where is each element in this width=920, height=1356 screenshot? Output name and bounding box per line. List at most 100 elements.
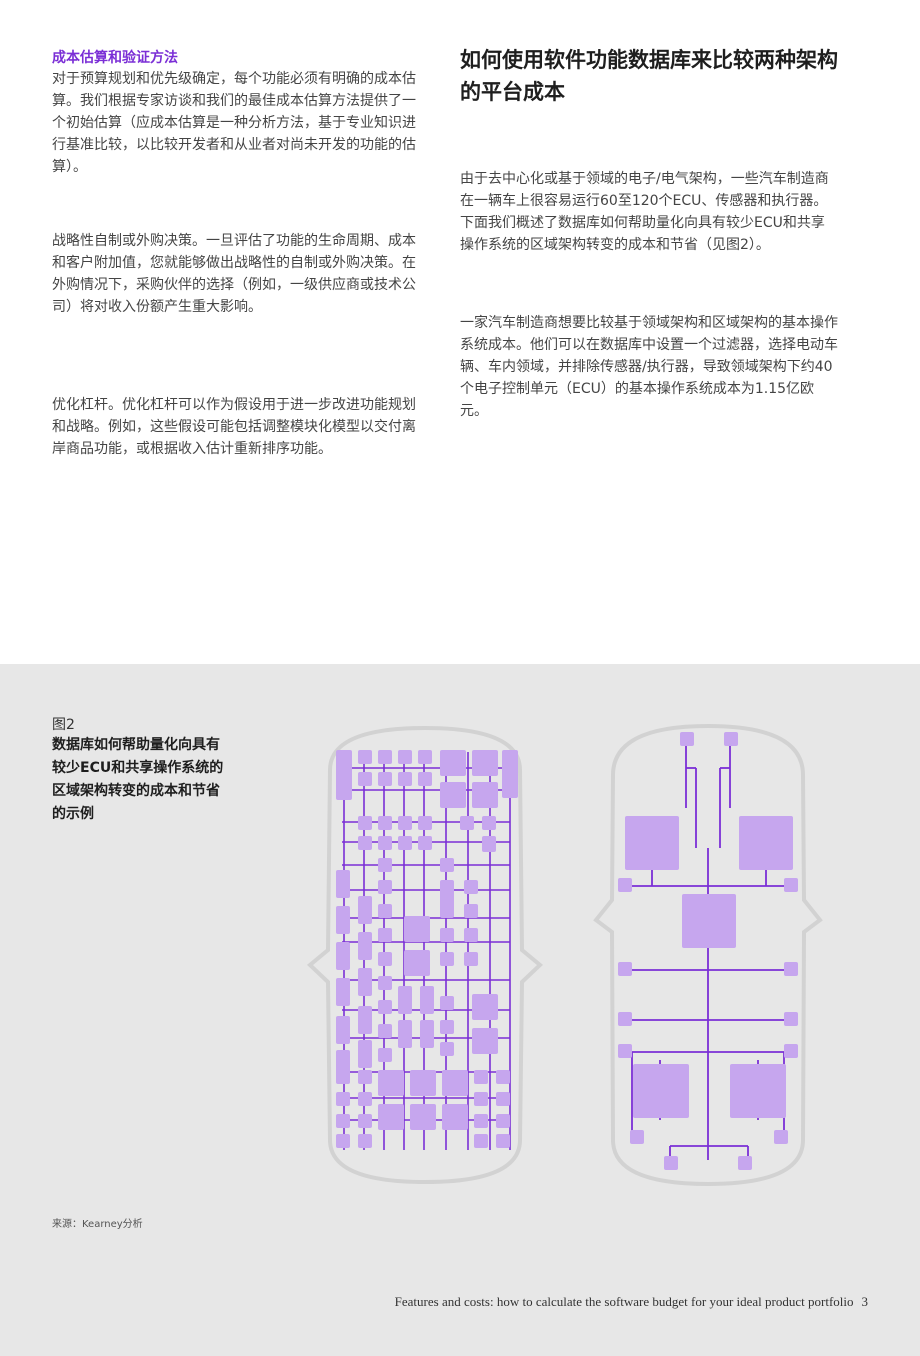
ecu-block — [464, 952, 478, 966]
ecu-block — [680, 732, 694, 746]
ecu-block — [474, 1092, 488, 1106]
ecu-block — [358, 1006, 372, 1034]
ecu-block — [336, 1092, 350, 1106]
paragraph-make-or-buy: 战略性自制或外购决策。一旦评估了功能的生命周期、成本和客户附加值，您就能够做出战… — [52, 233, 416, 315]
ecu-block — [336, 750, 352, 800]
ecu-block — [682, 894, 736, 948]
ecu-block — [378, 1024, 392, 1038]
ecu-block — [440, 750, 466, 776]
ecu-block — [358, 932, 372, 960]
ecu-block — [358, 1040, 372, 1068]
ecu-block — [410, 1070, 436, 1096]
ecu-block — [336, 1016, 350, 1044]
paragraph-architecture-intro: 由于去中心化或基于领域的电子/电气架构，一些汽车制造商在一辆车上很容易运行60至… — [460, 171, 829, 253]
ecu-block — [464, 904, 478, 918]
ecu-block — [630, 1130, 644, 1144]
ecu-block — [398, 772, 412, 786]
ecu-block — [440, 996, 454, 1010]
car-outline — [593, 723, 823, 1187]
domain-ecu-blocks — [336, 750, 518, 1148]
ecu-block — [358, 1092, 372, 1106]
ecu-block — [784, 1044, 798, 1058]
page-number: 3 — [861, 1294, 869, 1309]
ecu-block — [378, 772, 392, 786]
ecu-block — [378, 1104, 404, 1130]
ecu-block — [784, 962, 798, 976]
ecu-block — [502, 750, 518, 798]
ecu-block — [618, 878, 632, 892]
ecu-block — [336, 1134, 350, 1148]
ecu-block — [336, 906, 350, 934]
left-column: 成本估算和验证方法 对于预算规划和优先级确定，每个功能必须有明确的成本估算。我们… — [52, 48, 424, 457]
ecu-block — [474, 1114, 488, 1128]
ecu-block — [398, 750, 412, 764]
ecu-block — [730, 1064, 786, 1118]
ecu-block — [440, 1042, 454, 1056]
ecu-block — [378, 952, 392, 966]
ecu-block — [664, 1156, 678, 1170]
ecu-block — [420, 1020, 434, 1048]
paragraph-optimization-levers: 优化杠杆。优化杠杆可以作为假设用于进一步改进功能规划和战略。例如，这些假设可能包… — [52, 397, 416, 457]
ecu-block — [633, 1064, 689, 1118]
figure-number: 图2 — [52, 717, 75, 733]
ecu-block — [418, 816, 432, 830]
ecu-block — [472, 994, 498, 1020]
ecu-block — [625, 816, 679, 870]
ecu-block — [378, 816, 392, 830]
ecu-block — [482, 816, 496, 830]
ecu-block — [336, 1114, 350, 1128]
ecu-block — [724, 732, 738, 746]
ecu-block — [398, 836, 412, 850]
figure-title: 数据库如何帮助量化向具有较少ECU和共享操作系统的区域架构转变的成本和节省的示例 — [52, 737, 224, 822]
zonal-architecture-car-diagram — [593, 723, 823, 1187]
ecu-block — [378, 750, 392, 764]
ecu-block — [496, 1134, 510, 1148]
ecu-block — [496, 1092, 510, 1106]
ecu-block — [336, 1070, 350, 1084]
ecu-block — [460, 816, 474, 830]
ecu-block — [472, 1028, 498, 1054]
ecu-block — [440, 858, 454, 872]
ecu-block — [738, 1156, 752, 1170]
ecu-block — [440, 884, 454, 912]
ecu-block — [404, 950, 430, 976]
ecu-block — [378, 858, 392, 872]
ecu-block — [496, 1070, 510, 1084]
ecu-block — [358, 968, 372, 996]
ecu-block — [420, 986, 434, 1014]
ecu-block — [398, 1020, 412, 1048]
ecu-block — [464, 880, 478, 894]
ecu-block — [440, 952, 454, 966]
ecu-block — [410, 1104, 436, 1130]
ecu-block — [378, 928, 392, 942]
section-title: 如何使用软件功能数据库来比较两种架构的平台成本 — [460, 48, 838, 104]
ecu-block — [358, 1134, 372, 1148]
ecu-block — [472, 782, 498, 808]
ecu-block — [440, 782, 466, 808]
ecu-block — [618, 962, 632, 976]
domain-architecture-car-diagram — [306, 725, 544, 1185]
ecu-block — [336, 978, 350, 1006]
right-column: 如何使用软件功能数据库来比较两种架构的平台成本 由于去中心化或基于领域的电子/电… — [460, 44, 838, 419]
ecu-block — [784, 1012, 798, 1026]
ecu-block — [358, 750, 372, 764]
ecu-block — [464, 928, 478, 942]
ecu-block — [358, 1114, 372, 1128]
ecu-block — [378, 1048, 392, 1062]
ecu-block — [618, 1012, 632, 1026]
ecu-block — [358, 772, 372, 786]
ecu-block — [378, 1070, 404, 1096]
paragraph-architecture-example: 一家汽车制造商想要比较基于领域架构和区域架构的基本操作系统成本。他们可以在数据库… — [460, 315, 838, 419]
ecu-block — [398, 986, 412, 1014]
ecu-block — [418, 750, 432, 764]
ecu-block — [442, 1070, 468, 1096]
ecu-block — [358, 1070, 372, 1084]
ecu-block — [440, 1020, 454, 1034]
ecu-block — [418, 836, 432, 850]
figure-source: 来源：Kearney分析 — [52, 1219, 143, 1230]
ecu-block — [784, 878, 798, 892]
ecu-block — [358, 816, 372, 830]
ecu-block — [442, 1104, 468, 1130]
page-footer: Features and costs: how to calculate the… — [395, 1294, 868, 1310]
ecu-block — [404, 916, 430, 942]
